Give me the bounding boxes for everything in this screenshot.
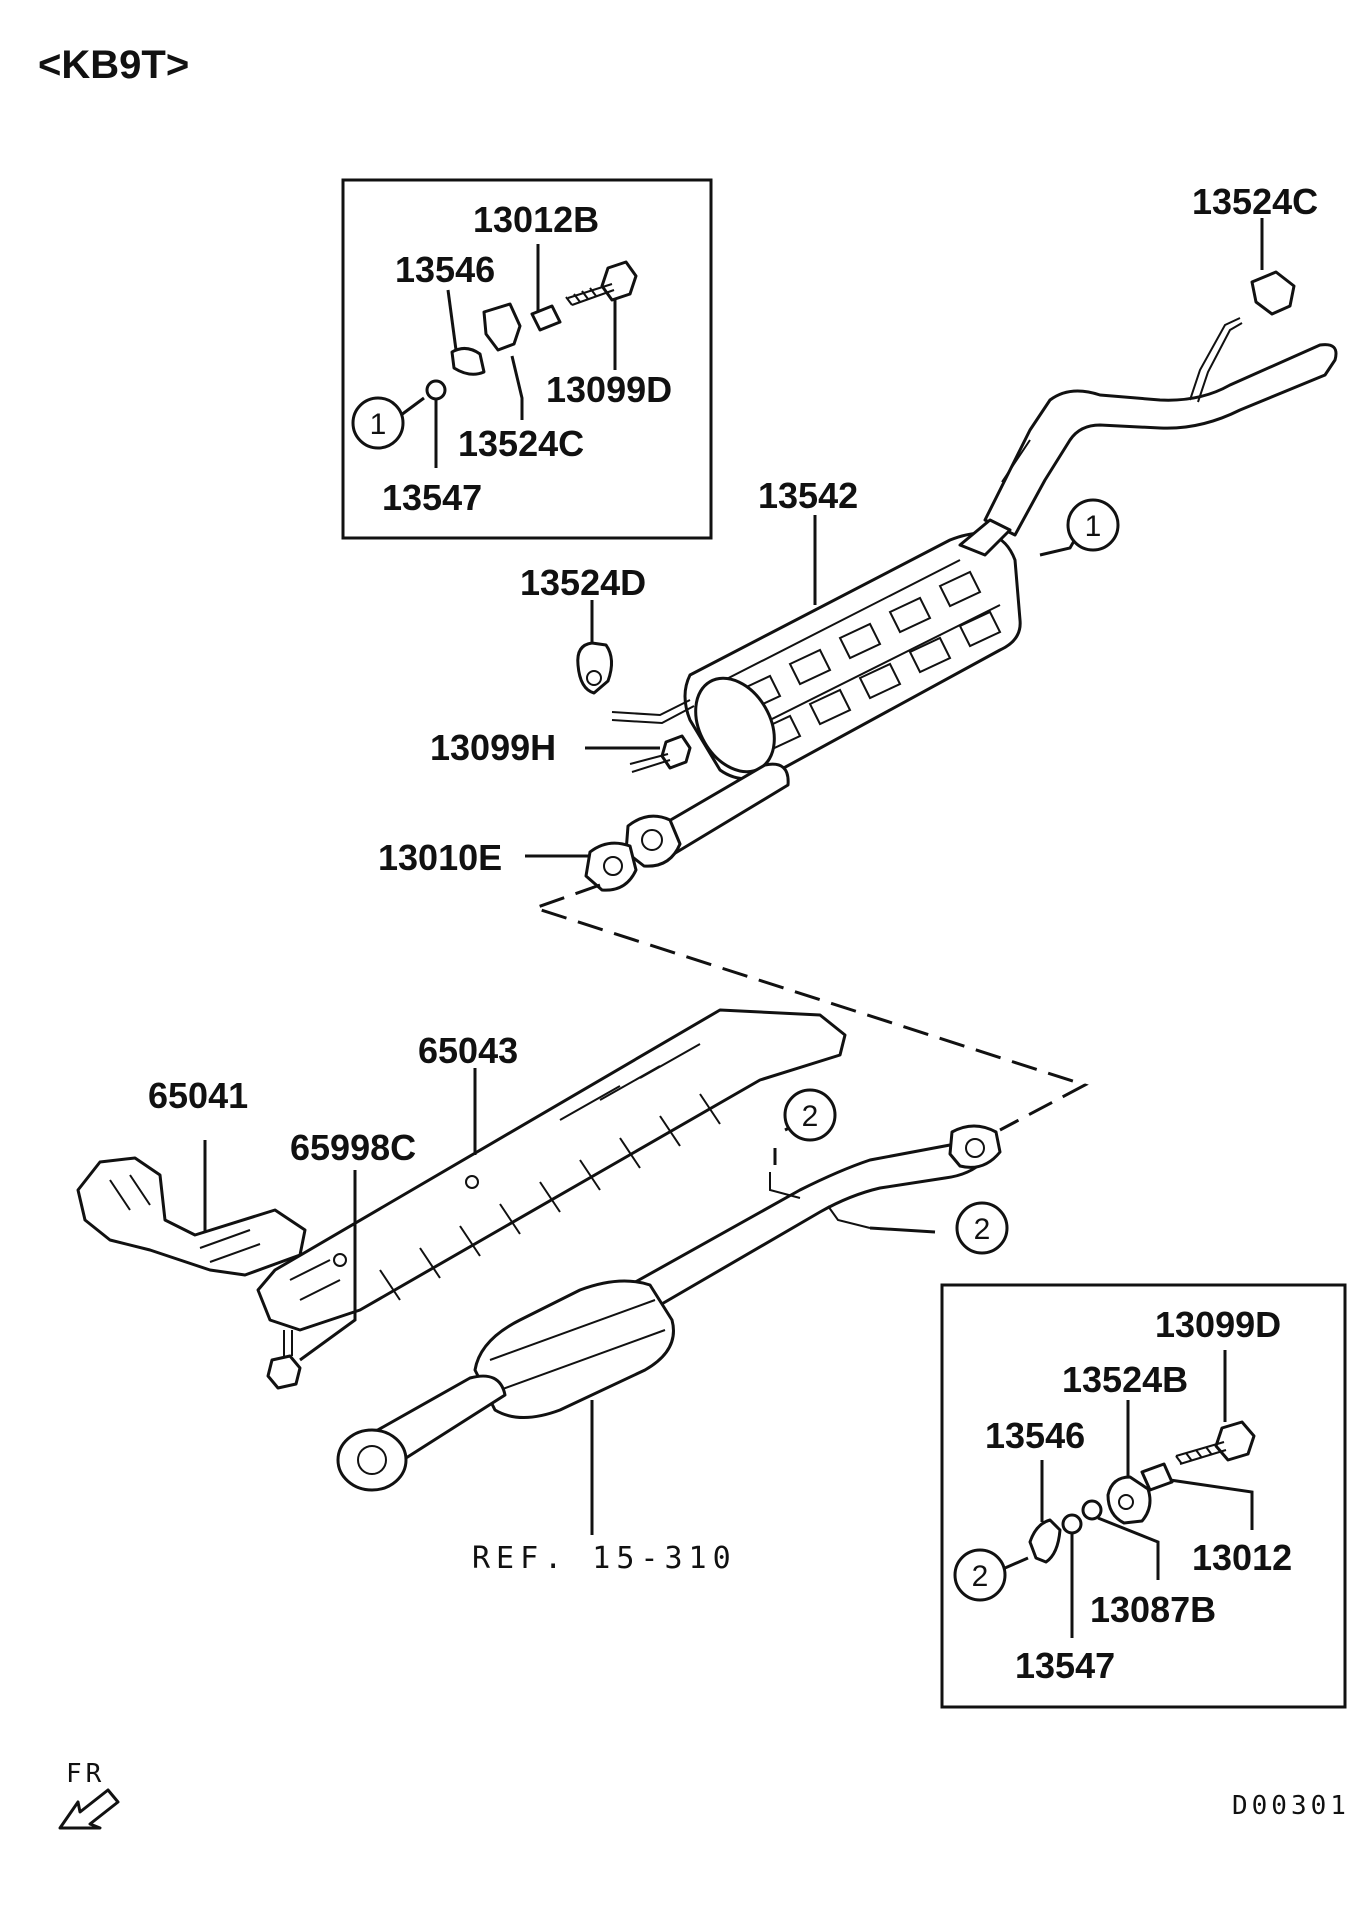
callout-2-c-num: 2	[972, 1560, 989, 1593]
label-13546-a: 13546	[395, 249, 495, 290]
hanger-13524d	[576, 641, 613, 695]
muffler-ribs	[738, 570, 1002, 752]
plate-13546-a	[450, 347, 486, 376]
callout-1-b	[1066, 498, 1120, 552]
bolt-13099h	[629, 734, 692, 773]
front-pipe	[628, 1128, 992, 1307]
label-13099d-a: 13099D	[546, 369, 672, 410]
detail-box-1-frame	[341, 178, 713, 540]
label-13524b: 13524B	[1062, 1359, 1188, 1400]
callout-1-b-num: 1	[1085, 510, 1102, 543]
detail-box-2-frame	[940, 1283, 1347, 1709]
plate-13546-b	[1028, 1518, 1062, 1564]
diagram-code: D00301	[1232, 1791, 1350, 1821]
front-arrow-icon	[58, 1788, 120, 1830]
label-13012: 13012	[1192, 1537, 1292, 1578]
callout-2-c	[953, 1548, 1007, 1602]
muffler-outlet	[958, 518, 1012, 557]
heat-shield-65043-ribs	[289, 1043, 721, 1301]
label-65041: 65041	[148, 1075, 248, 1116]
nut-13547-b	[1061, 1513, 1083, 1535]
label-13547-a: 13547	[382, 477, 482, 518]
label-65998c: 65998C	[290, 1127, 416, 1168]
muffler-inlet-pipe	[648, 762, 790, 857]
muffler-flange	[624, 814, 682, 868]
washer-13087b	[1081, 1499, 1103, 1521]
bolt-13099d-a	[565, 260, 638, 306]
detail-box-2: 13099D 13012 13524B 13087B 13547 13546 2	[940, 1283, 1347, 1709]
label-13542: 13542	[758, 475, 858, 516]
callout-2-b-num: 2	[974, 1213, 991, 1246]
model-code: <KB9T>	[38, 43, 189, 87]
bracket-13524c-b	[1250, 270, 1296, 316]
label-13524c-b: 13524C	[1192, 181, 1318, 222]
label-13546-b: 13546	[985, 1415, 1085, 1456]
label-13010e: 13010E	[378, 837, 502, 878]
detail-box-1: 13012B 13546 13099D 13524C 13547 1	[341, 178, 713, 540]
label-13012b: 13012B	[473, 199, 599, 240]
catalytic-converter	[473, 1279, 675, 1419]
callout-1-a-num: 1	[370, 408, 387, 441]
label-13524d: 13524D	[520, 562, 646, 603]
gasket-13010e	[584, 841, 638, 892]
callout-2-b	[955, 1201, 1009, 1255]
label-13099h: 13099H	[430, 727, 556, 768]
heat-shields: 65043 65041 65998C	[76, 1008, 847, 1390]
callout-2-a	[783, 1088, 837, 1142]
label-13087b: 13087B	[1090, 1589, 1216, 1630]
bolt-13099d-b	[1175, 1420, 1256, 1465]
callout-2-a-num: 2	[802, 1100, 819, 1133]
tailpipe-assembly: 13524C 13542 1 13524D	[378, 181, 1338, 1132]
label-65043: 65043	[418, 1030, 518, 1071]
connection-dashed-line	[530, 883, 1089, 1132]
callout-1-a	[351, 396, 405, 450]
heat-shield-65041	[76, 1156, 307, 1277]
hanger-13524b	[1106, 1475, 1152, 1525]
collar-13012b	[530, 304, 562, 332]
reference-note: REF. 15-310	[472, 1541, 737, 1576]
label-13547-b: 13547	[1015, 1645, 1115, 1686]
front-pipe-inlet-flange	[336, 1428, 408, 1492]
front-marker-label: FR	[66, 1759, 105, 1789]
front-pipe-flange	[948, 1124, 1002, 1169]
label-13524c-a: 13524C	[458, 423, 584, 464]
front-direction-marker: FR	[58, 1759, 120, 1830]
bolt-65998c	[266, 1330, 302, 1390]
tailpipe	[983, 343, 1338, 537]
nut-13547-a	[425, 379, 447, 401]
front-pipe-assembly: REF. 15-310 2 2	[336, 1088, 1009, 1576]
collar-13012	[1140, 1462, 1174, 1492]
label-13099d-b: 13099D	[1155, 1304, 1281, 1345]
heat-shield-65043	[256, 1008, 847, 1332]
bracket-13524c-a	[482, 302, 522, 352]
